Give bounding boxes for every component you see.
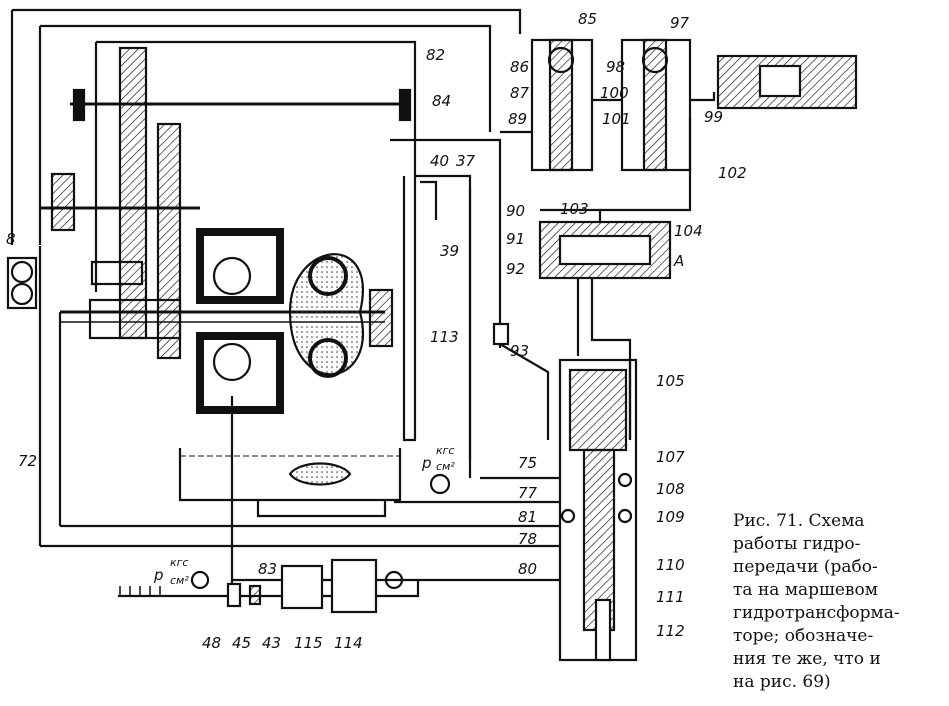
figure-caption: Рис. 71. Схема работы гидро- передачи (р…: [733, 510, 945, 694]
label-48: 48: [202, 634, 221, 652]
label-91: 91: [506, 230, 525, 248]
caption-line: ния те же, что и: [733, 649, 881, 669]
label-100: 100: [600, 84, 629, 102]
label-85: 85: [578, 10, 597, 28]
label-8: 8: [6, 230, 16, 248]
label-102: 102: [718, 164, 747, 182]
label-108: 108: [656, 480, 685, 498]
caption-line: передачи (рабо-: [733, 557, 878, 577]
label-39: 39: [440, 242, 459, 260]
valve-93: [492, 322, 510, 346]
label-99: 99: [704, 108, 723, 126]
caption-line: работы гидро-: [733, 534, 861, 554]
label-86: 86: [510, 58, 529, 76]
torque-converter-march: [288, 253, 364, 376]
caption-line: гидротрансформа-: [733, 603, 900, 623]
label-92: 92: [506, 260, 525, 278]
label-37: 37: [456, 152, 476, 170]
gear-1: [118, 46, 148, 340]
pipe-93: [499, 343, 550, 440]
gauge-p-right: p: [421, 454, 432, 472]
pipe-113: [402, 176, 416, 442]
label-84: 84: [432, 92, 451, 110]
label-98: 98: [606, 58, 625, 76]
gauge-oil: [429, 473, 451, 495]
label-105: 105: [656, 372, 685, 390]
pipe-82: [12, 8, 522, 132]
label-93: 93: [510, 342, 529, 360]
label-45: 45: [232, 634, 251, 652]
label-113: 113: [430, 328, 459, 346]
gauge-p-left: p: [153, 566, 164, 584]
pipe-84: [390, 138, 502, 330]
label-81: 81: [518, 508, 537, 526]
label-43: 43: [262, 634, 281, 652]
gauge-supply: [190, 570, 210, 590]
frame-top: [96, 40, 417, 440]
label-110: 110: [656, 556, 685, 574]
label-107: 107: [656, 448, 685, 466]
label-101: 101: [602, 110, 631, 128]
label-104: 104: [674, 222, 703, 240]
gear-2: [156, 122, 182, 360]
label-40: 40: [430, 152, 449, 170]
caption-line: торе; обозначе-: [733, 626, 874, 646]
pump-8-gear-a: [10, 260, 34, 284]
gauge-unit-top-right: кгс: [436, 444, 454, 457]
filter-48: [226, 582, 242, 608]
label-A: A: [673, 252, 684, 270]
caption-line: та на маршевом: [733, 580, 878, 600]
label-103: 103: [560, 200, 589, 218]
label-80: 80: [518, 560, 537, 578]
pipe-102: [600, 118, 692, 212]
label-114: 114: [334, 634, 363, 652]
label-90: 90: [506, 202, 525, 220]
valve-detail: [716, 54, 858, 110]
label-82: 82: [426, 46, 445, 64]
valve-45: [248, 584, 262, 606]
caption-line: Рис. 71. Схема: [733, 511, 865, 531]
label-72: 72: [18, 452, 37, 470]
label-97: 97: [670, 14, 690, 32]
caption-line: на рис. 69): [733, 672, 831, 692]
pump-8-gear-b: [10, 282, 34, 306]
label-75: 75: [518, 454, 537, 472]
gauge-output: [384, 570, 404, 590]
gauge-unit-bottom-left: см²: [170, 574, 189, 587]
label-115: 115: [294, 634, 323, 652]
label-87: 87: [510, 84, 530, 102]
label-109: 109: [656, 508, 685, 526]
gauge-unit-top-left: кгс: [170, 556, 188, 569]
cooler-114: [330, 558, 378, 614]
label-78: 78: [518, 530, 537, 548]
filter-115: [280, 564, 324, 610]
torque-converter-start: [196, 228, 284, 414]
label-89: 89: [508, 110, 527, 128]
label-112: 112: [656, 622, 685, 640]
label-83: 83: [258, 560, 277, 578]
label-77: 77: [518, 484, 538, 502]
gauge-unit-bottom-right: см²: [436, 460, 455, 473]
oil-sump: [178, 448, 402, 502]
label-111: 111: [656, 588, 685, 606]
